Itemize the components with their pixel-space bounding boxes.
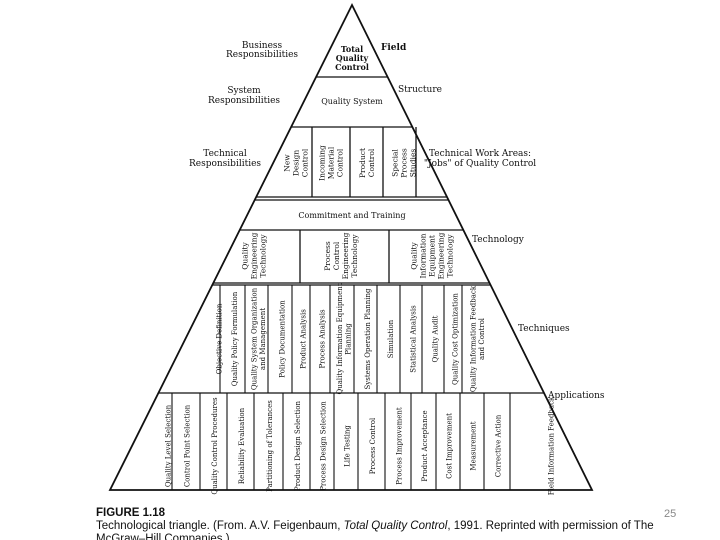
application-label: Field Information Feedback [547,396,555,495]
application-label: Life Testing [343,425,351,467]
application-label: Quality Level Selection [165,404,173,487]
commitment-label: Commitment and Training [298,211,405,220]
figure-caption: FIGURE 1.18 Technological triangle. (Fro… [96,507,656,540]
caption-text-before: Technological triangle. (From. A.V. Feig… [96,520,344,532]
job-label: IncomingMaterialControl [318,145,345,181]
technology-label: QualityEngineeringTechnology [241,232,268,279]
slide-number: 25 [664,508,677,520]
caption-text-after: , 1991. Reprinted with permission of The… [96,520,654,540]
technique-label: Quality Policy Formulation [231,291,239,386]
application-label: Product Design Selection [294,400,302,491]
right-label-field: Field [381,43,407,53]
right-label-structure: Structure [398,85,442,95]
job-label: ProductControl [358,148,376,178]
application-label: Corrective Action [494,414,502,477]
right-label-applications: Applications [547,391,605,401]
right-label-techniques: Techniques [518,324,570,334]
application-label: Measurement [469,421,477,470]
technology-label: QualityInformationEquipmentEngineeringTe… [410,232,455,279]
job-label: SpecialProcessStudies [391,148,418,178]
technique-label: Systems Operation Planning [364,288,372,390]
technique-label: Simulation [387,319,395,358]
technique-label: Objective Definition [216,303,224,374]
application-label: Process Design Selection [319,401,327,491]
technique-label: Process Analysis [318,309,326,369]
triangle-frame [108,2,594,491]
application-label: Partitioning of Tolerances [266,400,274,492]
application-label: Process Improvement [395,407,403,485]
technique-label: Quality Information Feedbackand Control [469,285,486,392]
technique-label: Quality Cost Optimization [451,293,459,385]
application-label: Reliability Evaluation [238,407,246,484]
technique-label: Policy Documentation [278,300,286,378]
technique-label: Quality Audit [431,315,439,362]
technique-label: Product Analysis [299,309,307,369]
application-label: Quality Control Procedures [211,397,219,495]
technique-label: Statistical Analysis [409,305,417,373]
technology-label: ProcessControlEngineeringTechnology [323,232,359,279]
application-label: Control Point Selection [183,404,191,487]
application-label: Product Acceptance [421,410,429,481]
right-label-technology: Technology [472,235,525,245]
structure-label: Quality System [321,97,383,106]
application-label: Process Control [369,417,377,474]
application-label: Cost Improvement [445,413,453,479]
caption-book-title: Total Quality Control [343,520,448,532]
figure-label: FIGURE 1.18 [96,507,166,519]
triangle-outline [108,2,594,491]
right-label-work-areas: Technical Work Areas:"Jobs" of Quality C… [424,149,536,169]
technique-label: Quality Information EquipmentPlanning [336,283,353,394]
job-label: NewDesignControl [283,148,310,177]
technique-label: Quality System Organizationand Managemen… [251,287,268,390]
